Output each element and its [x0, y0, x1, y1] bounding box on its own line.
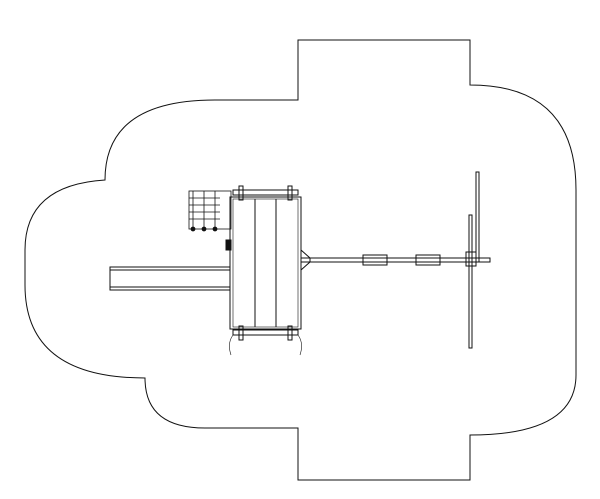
main-deck [225, 185, 302, 356]
swing-beam [300, 249, 491, 271]
a-frame-legs [465, 171, 480, 349]
swing-seat [362, 254, 388, 266]
safety-zone-boundary [24, 39, 577, 481]
climbing-ladder [188, 190, 232, 232]
slide [109, 266, 231, 291]
swing-seat [415, 254, 441, 266]
